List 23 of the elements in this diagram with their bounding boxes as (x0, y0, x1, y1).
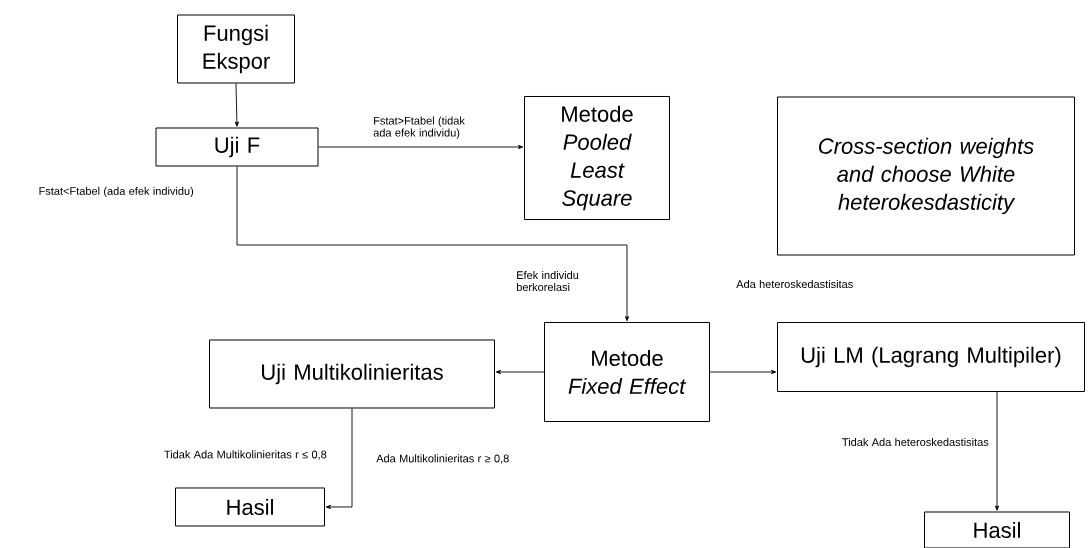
arrow (234, 83, 239, 127)
process-box: Uji LM (Lagrang Multipiler) (777, 322, 1085, 392)
process-box: Uji F (155, 127, 319, 167)
process-box: Metode Fixed Effect (544, 322, 710, 422)
process-box: Uji Multikolinieritas (209, 339, 495, 409)
process-box: Fungsi Ekspor (177, 14, 295, 84)
arrow (236, 166, 630, 322)
process-box: Metode Pooled Least Square (524, 96, 670, 220)
edge-label: Tidak Ada Multikolinieritas r ≤ 0,8 (164, 450, 327, 460)
arrow (318, 144, 524, 150)
arrow (994, 391, 1000, 511)
edge-label: Fstat>Ftabel (tidak ada efek individu) (373, 116, 465, 139)
edge-label: Fstat<Ftabel (ada efek individu) (39, 186, 194, 198)
note-text: Ada heteroskedastisitas (736, 279, 853, 289)
arrow (709, 369, 777, 375)
note-text: Ada Multikolinieritas r ≥ 0,8 (376, 454, 509, 464)
edge-label: Tidak Ada heteroskedastisitas (842, 437, 989, 447)
arrow (495, 369, 545, 375)
process-box: Hasil (924, 511, 1070, 548)
note-text: Efek individu berkorelasi (516, 270, 579, 292)
arrow (325, 408, 353, 510)
process-box: Cross-section weights and choose White heterokesdasticity (777, 96, 1075, 256)
process-box: Hasil (175, 487, 325, 527)
